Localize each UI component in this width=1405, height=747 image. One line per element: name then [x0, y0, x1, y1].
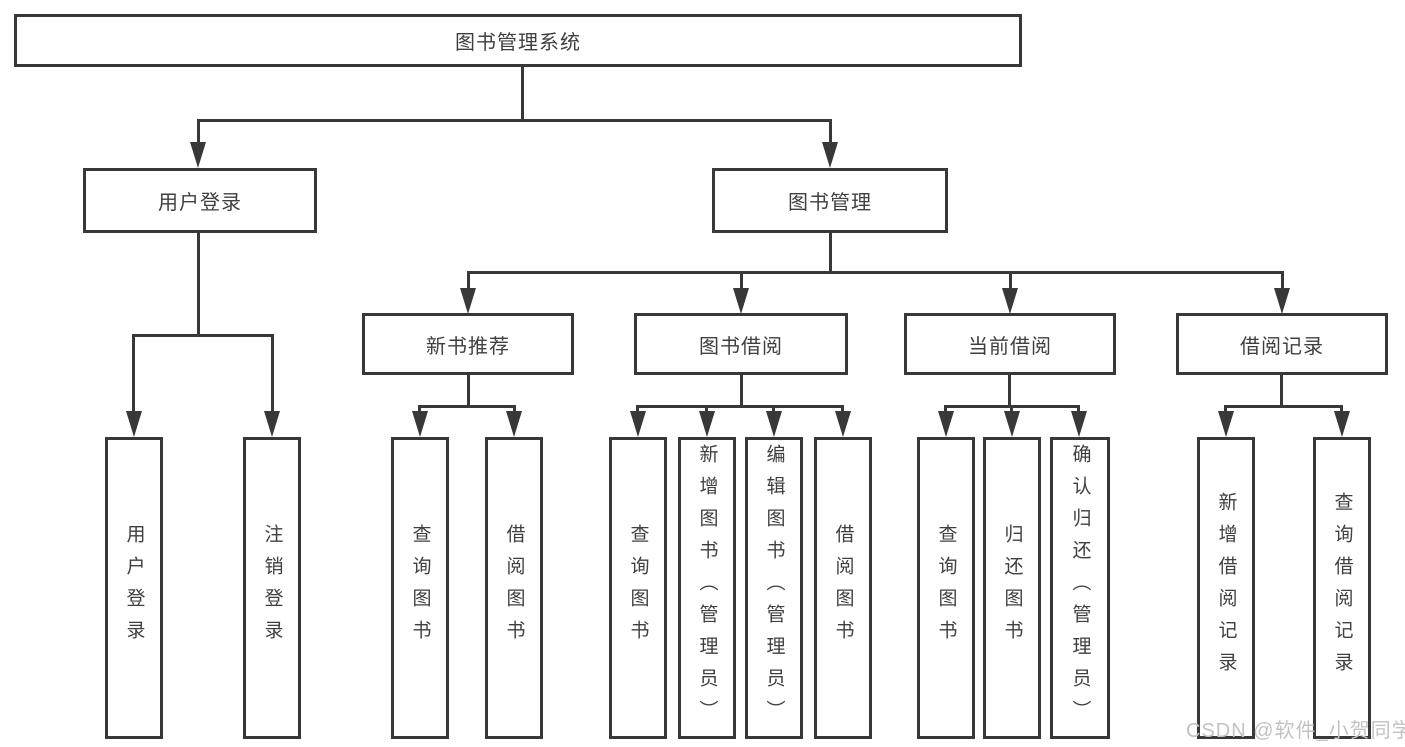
arrow-currentborrow-leaf3-icon: [1071, 411, 1087, 437]
node-borrow-record-label: 借阅记录: [1240, 335, 1324, 358]
node-book-borrow: 图书借阅: [634, 313, 848, 375]
edge-root-to-userlogin: [197, 119, 200, 145]
edge-userlogin-c2: [271, 334, 274, 412]
edge-borrowrecord-c1: [1224, 405, 1227, 414]
edge-bookborrow-stem: [740, 374, 743, 408]
arrow-to-newbook-icon: [460, 288, 476, 314]
leaf-record-add-record: 新增借阅记录: [1197, 437, 1255, 739]
edge-currentborrow-stem: [1008, 374, 1011, 408]
edge-newbook-branch: [418, 405, 516, 408]
arrow-userlogin-leaf2-icon: [264, 411, 280, 437]
leaf-borrow-query-books: 查询图书: [609, 437, 667, 739]
edge-bookborrow-c2: [705, 405, 708, 414]
node-new-book-recommend-label: 新书推荐: [426, 335, 510, 358]
arrow-borrowrecord-leaf1-icon: [1218, 411, 1234, 437]
node-root: 图书管理系统: [14, 14, 1022, 67]
edge-borrowrecord-c2: [1340, 405, 1343, 414]
arrow-newbook-leaf1-icon: [412, 411, 428, 437]
leaf-borrow-query-books-label: 查询图书: [627, 524, 649, 652]
arrow-userlogin-leaf1-icon: [126, 411, 142, 437]
leaf-current-query-books-label: 查询图书: [935, 524, 957, 652]
leaf-current-confirm-return-admin-label: 确认归还（管理员）: [1069, 444, 1091, 732]
arrow-to-bookmgmt-icon: [822, 142, 838, 168]
edge-newbook-c1: [418, 405, 421, 414]
edge-bookmgmt-c1: [467, 271, 470, 291]
leaf-newbook-borrow-books: 借阅图书: [485, 437, 543, 739]
leaf-newbook-query-books-label: 查询图书: [409, 524, 431, 652]
leaf-newbook-query-books: 查询图书: [391, 437, 449, 739]
leaf-record-query-record-label: 查询借阅记录: [1331, 492, 1353, 684]
edge-currentborrow-c1: [944, 405, 947, 414]
edge-root-branch: [197, 119, 832, 122]
leaf-record-query-record: 查询借阅记录: [1313, 437, 1371, 739]
leaf-logout: 注销登录: [243, 437, 301, 739]
edge-bookmgmt-c4: [1281, 271, 1284, 291]
arrow-to-currentborrow-icon: [1002, 288, 1018, 314]
edge-root-stem: [521, 66, 524, 121]
edge-borrowrecord-stem: [1280, 374, 1283, 408]
arrow-bookborrow-leaf2-icon: [699, 411, 715, 437]
node-current-borrow: 当前借阅: [904, 313, 1116, 375]
arrow-bookborrow-leaf3-icon: [766, 411, 782, 437]
leaf-borrow-edit-books-admin: 编辑图书（管理员）: [745, 437, 803, 739]
edge-currentborrow-c2: [1010, 405, 1013, 414]
edge-borrowrecord-branch: [1224, 405, 1342, 408]
leaf-borrow-edit-books-admin-label: 编辑图书（管理员）: [763, 444, 785, 732]
edge-newbook-c2: [513, 405, 516, 414]
leaf-newbook-borrow-books-label: 借阅图书: [503, 524, 525, 652]
edge-bookmgmt-c3: [1009, 271, 1012, 291]
arrow-currentborrow-leaf1-icon: [938, 411, 954, 437]
edge-bookmgmt-branch: [467, 271, 1284, 274]
csdn-watermark: CSDN @软件_小贺同学: [1186, 720, 1405, 742]
edge-bookborrow-c3: [772, 405, 775, 414]
arrow-to-userlogin-icon: [190, 142, 206, 168]
edge-bookborrow-branch: [636, 405, 844, 408]
edge-bookborrow-c1: [636, 405, 639, 414]
node-current-borrow-label: 当前借阅: [968, 335, 1052, 358]
leaf-logout-label: 注销登录: [261, 524, 283, 652]
edge-bookmgmt-stem: [829, 233, 832, 273]
node-user-login-label: 用户登录: [158, 192, 242, 214]
node-root-label: 图书管理系统: [455, 32, 581, 54]
edge-bookborrow-c4: [841, 405, 844, 414]
arrow-bookborrow-leaf1-icon: [630, 411, 646, 437]
leaf-current-return-books-label: 归还图书: [1001, 524, 1023, 652]
leaf-current-confirm-return-admin: 确认归还（管理员）: [1050, 437, 1110, 739]
leaf-user-login-label: 用户登录: [123, 524, 145, 652]
edge-root-to-bookmgmt: [829, 119, 832, 145]
node-user-login: 用户登录: [83, 168, 317, 233]
node-new-book-recommend: 新书推荐: [362, 313, 574, 375]
arrow-currentborrow-leaf2-icon: [1004, 411, 1020, 437]
leaf-borrow-borrow-books: 借阅图书: [814, 437, 872, 739]
arrow-borrowrecord-leaf2-icon: [1334, 411, 1350, 437]
leaf-current-query-books: 查询图书: [917, 437, 975, 739]
arrow-newbook-leaf2-icon: [506, 411, 522, 437]
node-book-management-label: 图书管理: [788, 192, 872, 214]
arrow-to-borrowrecord-icon: [1274, 288, 1290, 314]
edge-newbook-stem: [467, 374, 470, 408]
edge-bookmgmt-c2: [740, 271, 743, 291]
node-book-management: 图书管理: [712, 168, 948, 233]
edge-userlogin-stem: [197, 233, 200, 337]
edge-currentborrow-c3: [1077, 405, 1080, 414]
edge-userlogin-branch: [132, 334, 274, 337]
leaf-borrow-add-books-admin: 新增图书（管理员）: [678, 437, 736, 739]
leaf-current-return-books: 归还图书: [983, 437, 1041, 739]
leaf-borrow-add-books-admin-label: 新增图书（管理员）: [696, 444, 718, 732]
arrow-bookborrow-leaf4-icon: [835, 411, 851, 437]
leaf-record-add-record-label: 新增借阅记录: [1215, 492, 1237, 684]
edge-userlogin-c1: [132, 334, 135, 412]
leaf-user-login: 用户登录: [105, 437, 163, 739]
leaf-borrow-borrow-books-label: 借阅图书: [832, 524, 854, 652]
node-book-borrow-label: 图书借阅: [699, 335, 783, 358]
node-borrow-record: 借阅记录: [1176, 313, 1388, 375]
arrow-to-bookborrow-icon: [733, 288, 749, 314]
